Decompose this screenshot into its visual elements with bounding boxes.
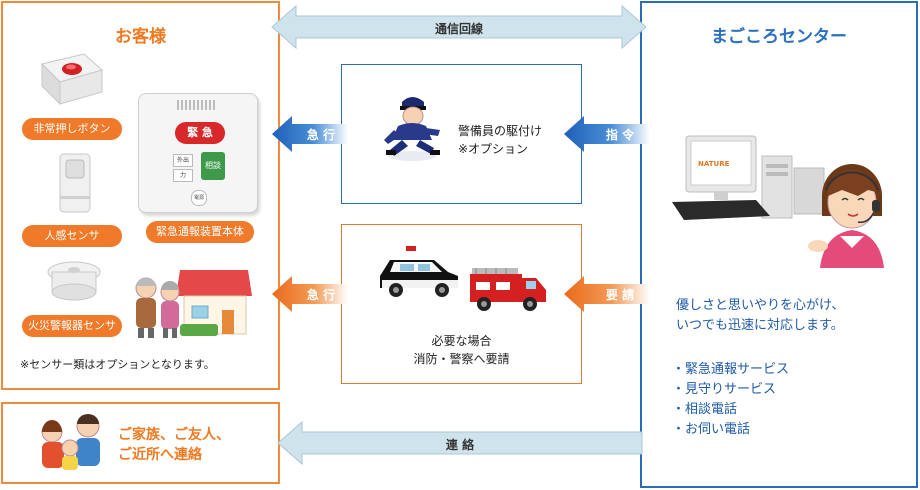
- sensor-option-note: ※センサー類はオプションとなります。: [20, 358, 215, 371]
- service-item-emergency: ・緊急通報サービス: [672, 362, 790, 377]
- security-guard-icon: [384, 97, 440, 161]
- emergency-unit-label: 緊急通報装置本体: [146, 221, 254, 243]
- service-item-consult: ・相談電話: [672, 402, 738, 417]
- fire-police-line2: 消防・警察へ要請: [413, 352, 510, 366]
- guard-dispatch-line1: 警備員の駆付け: [458, 124, 543, 138]
- command-arrow-label: 指 令: [605, 128, 635, 142]
- panic-button-icon: [41, 53, 104, 106]
- request-arrow-label: 要 請: [605, 288, 635, 302]
- power-key: 電源: [191, 190, 207, 206]
- guard-dispatch-line2: ※オプション: [458, 142, 529, 156]
- contact-arrow: [277, 420, 643, 466]
- center-message-line1: 優しさと思いやりを心がけ、: [676, 298, 845, 313]
- service-item-visit: ・お伺い電話: [672, 422, 751, 437]
- communication-line-arrow: [271, 4, 647, 50]
- police-car-icon: [380, 246, 458, 297]
- operator-icon: [808, 164, 884, 268]
- consult-button: 相談: [201, 152, 225, 180]
- fire-police-box: [341, 224, 582, 384]
- computer-icon: [672, 135, 825, 220]
- center-message-line2: いつでも迅速に対応します。: [676, 318, 844, 333]
- service-item-watch: ・見守りサービス: [672, 382, 777, 397]
- request-arrow: [564, 276, 650, 312]
- command-arrow: [564, 116, 650, 152]
- center-title: まごころセンター: [711, 27, 847, 47]
- emergency-button: 緊 急: [175, 122, 225, 144]
- side-key-2: 力: [173, 169, 193, 182]
- communication-line-label: 通信回線: [434, 22, 483, 36]
- elderly-couple-house-icon: [135, 270, 252, 338]
- emergency-unit-device: 緊 急 外出 力 相談 電源: [138, 93, 258, 213]
- fire-truck-icon: [470, 268, 546, 311]
- motion-sensor-icon: [59, 153, 91, 213]
- guard-dispatch-box: [341, 64, 582, 204]
- guard-rush-arrow: [272, 116, 348, 152]
- family-contact-line1: ご家族、ご友人、: [118, 427, 230, 443]
- fire-alarm-sensor-label: 火災警報器センサ: [22, 315, 122, 337]
- fire-police-line1: 必要な場合: [431, 334, 492, 348]
- family-contact-line2: ご近所へ連絡: [118, 447, 202, 463]
- speaker-grille: [177, 100, 217, 110]
- guard-rush-arrow-label: 急 行: [306, 128, 336, 142]
- family-icon: [41, 414, 100, 470]
- contact-arrow-label: 連 絡: [445, 438, 475, 452]
- emergency-rush-arrow: [272, 276, 348, 312]
- emergency-rush-arrow-label: 急 行: [306, 288, 336, 302]
- motion-sensor-label: 人感センサ: [22, 225, 122, 247]
- side-key-1: 外出: [173, 154, 193, 167]
- customer-title: お客様: [115, 27, 166, 47]
- fire-alarm-sensor-icon: [47, 261, 101, 301]
- monitor-logo: NATURE: [698, 160, 730, 168]
- panic-button-label: 非常押しボタン: [22, 118, 122, 140]
